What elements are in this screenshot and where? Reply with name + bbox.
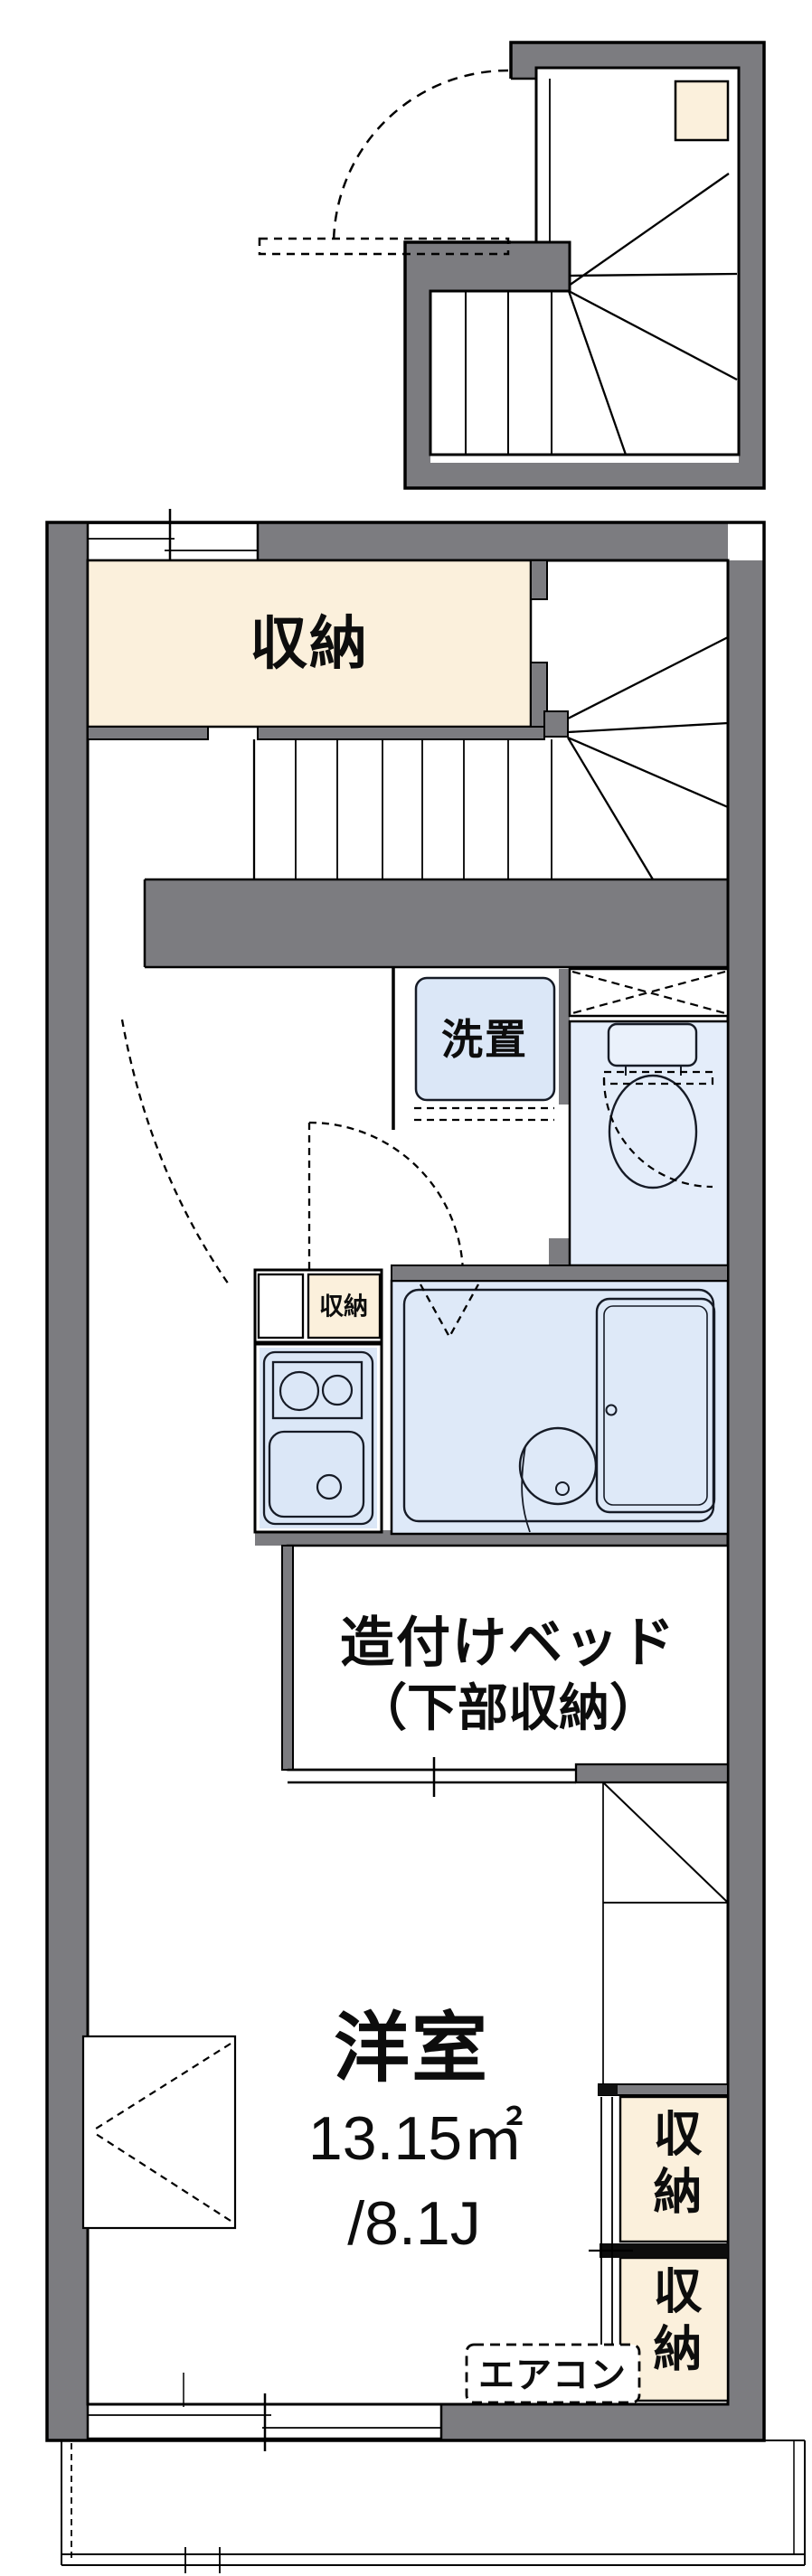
sink: [268, 1430, 365, 1518]
closet-strip-diagonal: [602, 1782, 729, 1904]
shoe-cabinet: [674, 80, 730, 142]
toilet-room: [568, 967, 730, 1267]
wash-basin: [518, 1426, 598, 1506]
bottom-window: [86, 2373, 443, 2451]
top-window: [86, 509, 260, 578]
bathroom: [390, 1264, 730, 1536]
counter-box: [81, 2035, 237, 2230]
access-hatch: [568, 967, 730, 1018]
room-area-sqm: 13.15㎡: [307, 2104, 524, 2173]
toilet-tank: [607, 1022, 698, 1067]
toilet-door-leaf: [602, 1070, 714, 1086]
balcony: [61, 2440, 806, 2573]
washroom-door-arc: [308, 1121, 465, 1277]
western-room-details: [81, 1782, 730, 2404]
entrance-door-leaf: [258, 237, 510, 256]
washer-pan: [414, 976, 556, 1102]
main-stairwell: [87, 559, 729, 969]
toilet-bowl: [608, 1074, 698, 1189]
bed-label-line2: （下部収納）: [356, 1679, 660, 1736]
closet-right-top-label: 収納: [646, 2108, 700, 2223]
main-stair-treads: [295, 739, 552, 879]
entrance-stair-winders: [567, 173, 738, 456]
storage-main-label: 収納: [250, 611, 369, 676]
closet-right-bottom-label: 収納: [646, 2265, 700, 2381]
aircon-box: [465, 2343, 641, 2404]
washroom: [120, 967, 556, 1288]
aircon-label: エアコン: [478, 2355, 627, 2395]
hall-door-arc: [120, 1019, 231, 1288]
main-stair-winders: [567, 635, 729, 880]
kitchen: [253, 1268, 383, 1534]
washer-area-label: 洗置: [441, 1016, 528, 1063]
built-in-bed: [281, 1544, 730, 1797]
bathtub: [595, 1297, 716, 1514]
storage-main-room: [86, 559, 533, 729]
entrance-door-arc: [332, 69, 509, 246]
entrance-stair-block: [258, 41, 766, 490]
closet-right-top: [618, 2095, 730, 2243]
room-area-tatami: /8.1J: [347, 2189, 481, 2258]
fridge-space: [257, 1273, 305, 1340]
bed-label-line1: 造付けベッド: [340, 1612, 676, 1673]
entrance-stair-treads: [465, 291, 552, 455]
kitchen-storage: [307, 1273, 382, 1340]
stove: [271, 1360, 364, 1420]
kitchen-storage-label: 収納: [319, 1293, 368, 1321]
room-name-label: 洋室: [333, 2006, 490, 2091]
